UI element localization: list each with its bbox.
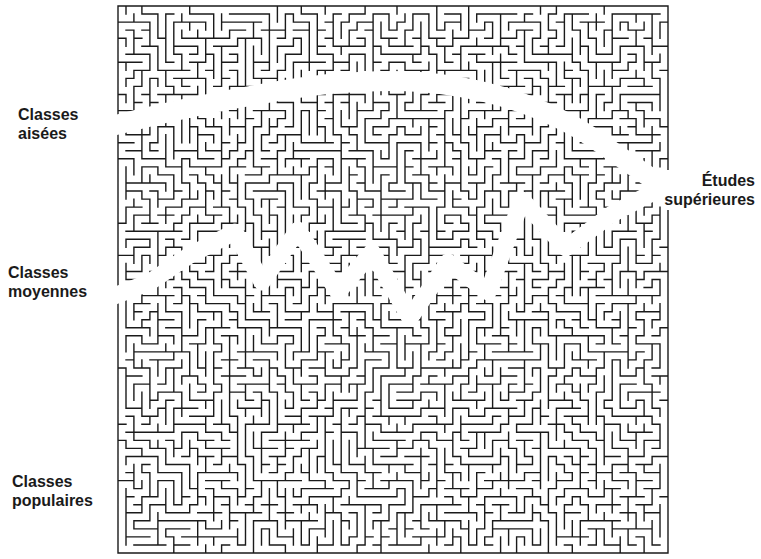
route-paths <box>104 81 690 318</box>
class-label: Classes aisées <box>16 104 81 144</box>
class-label: Classes moyennes <box>6 262 89 302</box>
destination-label: Études supérieures <box>662 170 757 210</box>
route-path <box>104 190 690 318</box>
class-label: Classes populaires <box>10 471 95 511</box>
route-path <box>104 81 690 190</box>
